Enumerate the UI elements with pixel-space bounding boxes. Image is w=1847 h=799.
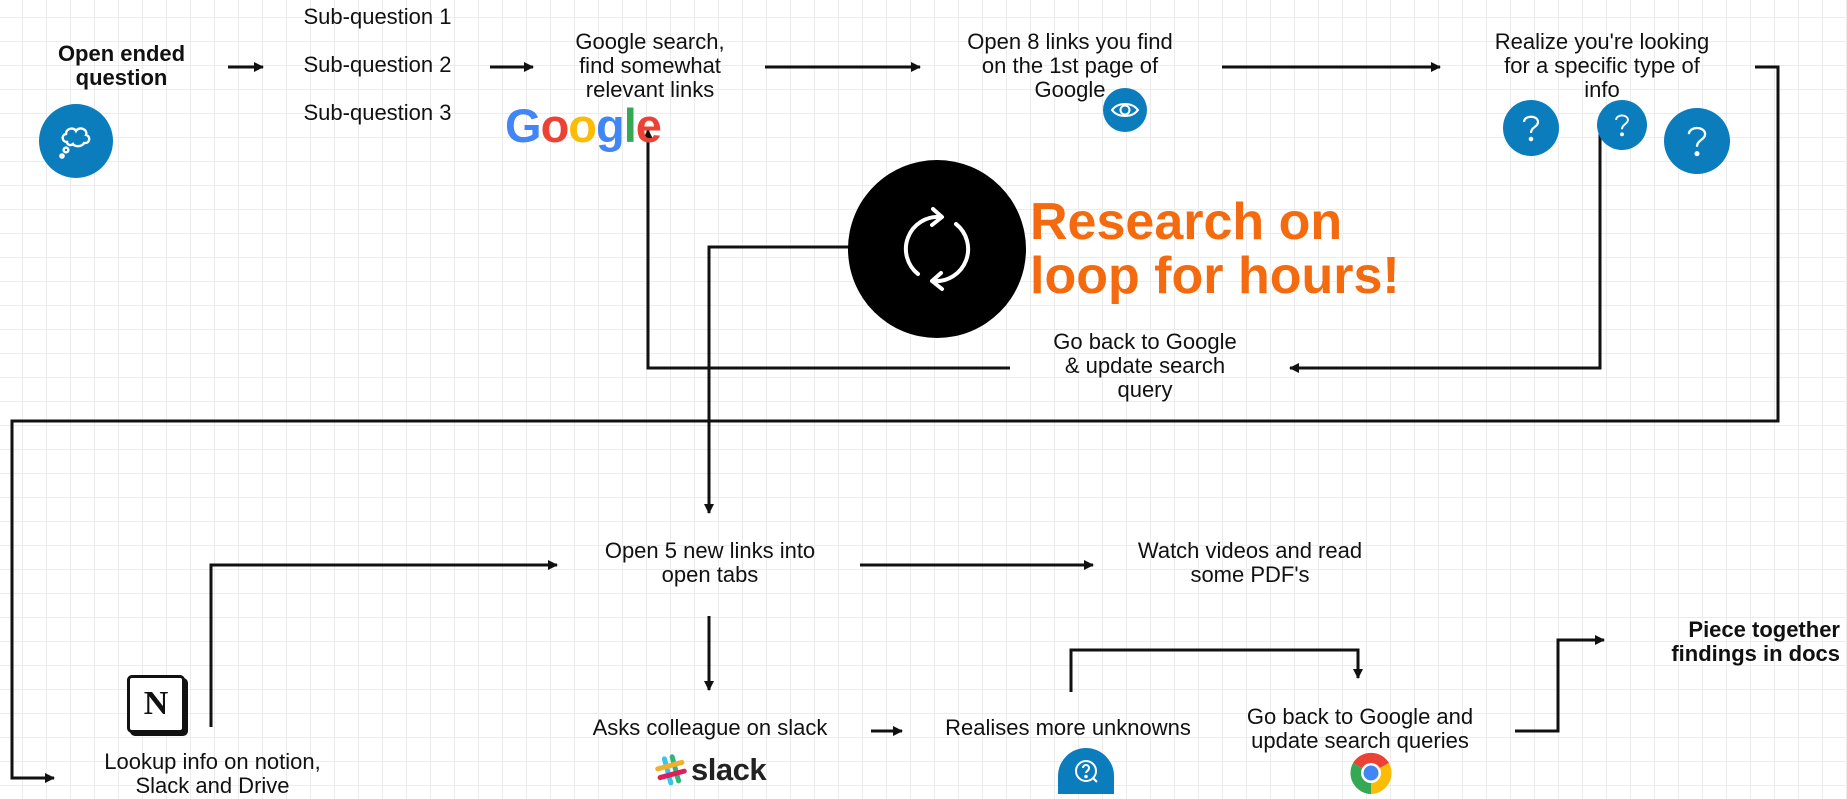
lookup-info-label: Lookup info on notion, Slack and Drive [104,749,321,798]
google-logo-letter: G [505,99,542,152]
research-loop-headline: Research on loop for hours! [1030,193,1400,305]
open-5-links-label: Open 5 new links into open tabs [604,538,816,587]
google-logo-letter: l [623,99,637,152]
slack-wordmark: slack [691,752,767,787]
thought-bubble-icon [39,104,113,178]
refresh-icon [848,160,1026,338]
go-back-google-label: Go back to Google & update search query [1053,329,1237,402]
sub-question-2-label: Sub-question 2 [303,52,452,77]
go-back-google-2-label: Go back to Google and update search quer… [1246,704,1474,753]
notion-logo: N [127,675,185,733]
chrome-logo [1350,752,1392,794]
notion-letter: N [143,685,169,722]
asks-colleague-label: Asks colleague on slack [592,715,828,740]
realize-info-label: Realize you're looking for a specific ty… [1494,29,1710,102]
sub-question-1-label: Sub-question 1 [303,4,452,29]
eye-icon [1103,88,1147,132]
realises-unknowns-label: Realises more unknowns [945,715,1191,740]
open-question-label: Open ended question [57,41,186,90]
sub-question-3-label: Sub-question 3 [303,100,452,125]
slack-hash-icon [655,754,687,786]
slack-logo: slack [655,752,767,788]
google-logo-letter: o [568,99,597,152]
chat-question-icon [1058,748,1114,794]
google-logo-letter: e [635,99,662,152]
piece-together-label: Piece together findings in docs [1671,617,1840,666]
google-logo-letter: g [596,99,625,152]
google-logo-letter: o [540,99,570,152]
question-icon [1597,100,1647,150]
open-8-links-label: Open 8 links you find on the 1st page of… [967,29,1173,102]
question-icon [1503,100,1559,156]
google-search-label: Google search, find somewhat relevant li… [575,29,725,102]
watch-videos-label: Watch videos and read some PDF's [1137,538,1363,587]
google-logo: Google [505,98,662,153]
question-icon [1664,108,1730,174]
